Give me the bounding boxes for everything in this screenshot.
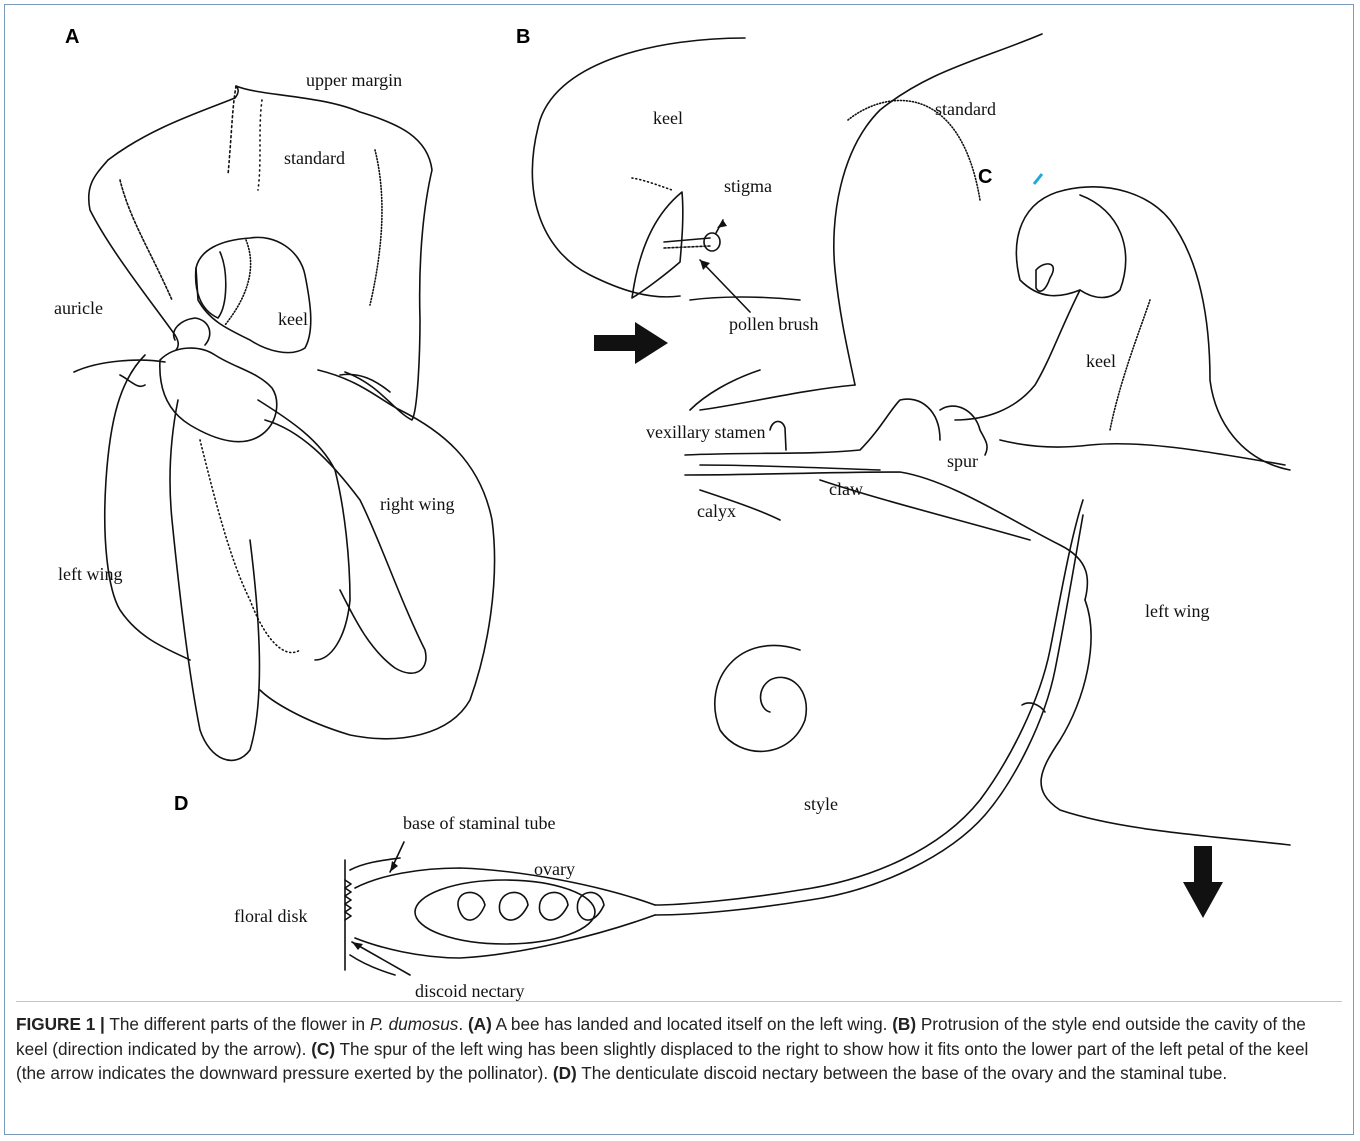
label-vexillary-stamen: vexillary stamen [646, 422, 765, 443]
label-spur: spur [947, 451, 978, 472]
bee-wing-left [170, 400, 259, 760]
claw-lower [685, 472, 1087, 600]
label-keel-b: keel [653, 108, 683, 129]
panel-label-d: D [174, 793, 188, 816]
label-right-wing: right wing [380, 494, 455, 515]
label-keel-a: keel [278, 309, 308, 330]
standard-outline [108, 86, 432, 420]
panel-label-c: C [978, 166, 992, 189]
pollen-brush-pointer [700, 260, 750, 312]
keel-outline-c [955, 190, 1080, 420]
label-upper-margin: upper margin [306, 70, 402, 91]
panel-b-drawing [532, 38, 800, 312]
stem-line-left [74, 360, 165, 372]
label-standard-a: standard [284, 148, 345, 169]
bee-thorax [160, 348, 277, 442]
right-arrow-icon [594, 322, 668, 364]
vexillary-stamen-shape [770, 421, 786, 450]
caption-species: P. dumosus [370, 1014, 459, 1034]
label-ovary: ovary [534, 859, 575, 880]
label-auricle: auricle [54, 298, 103, 319]
panel-label-b: B [516, 26, 530, 49]
flower-illustration [0, 0, 1360, 1000]
label-standard-c: standard [935, 99, 996, 120]
left-wing-outline-c [1041, 600, 1290, 845]
auricle-outline [89, 160, 179, 350]
label-floral-disk: floral disk [234, 906, 308, 927]
label-pollen-brush: pollen brush [729, 314, 819, 335]
caption-figure-label: FIGURE 1 | [16, 1014, 105, 1034]
panel-label-a: A [65, 26, 79, 49]
standard-outline-c [834, 34, 1042, 385]
stigma-shape [704, 233, 720, 251]
style-outline [655, 500, 1083, 905]
keel-outline-a [196, 237, 311, 352]
label-keel-c: keel [1086, 351, 1116, 372]
label-stigma: stigma [724, 176, 772, 197]
label-claw: claw [829, 479, 863, 500]
label-discoid-nectary: discoid nectary [415, 981, 524, 1002]
label-left-wing-a: left wing [58, 564, 123, 585]
label-left-wing-c: left wing [1145, 601, 1210, 622]
label-base-of-staminal-tube: base of staminal tube [403, 813, 555, 834]
bee-wing-right [258, 400, 350, 660]
label-calyx: calyx [697, 501, 736, 522]
ovary-inner [415, 880, 595, 944]
panel-c-drawing [685, 34, 1290, 845]
keel-right-c [1065, 187, 1290, 470]
down-arrow-icon [1183, 846, 1223, 918]
figure-caption: FIGURE 1 | The different parts of the fl… [16, 1012, 1342, 1086]
keel-tip-b [632, 192, 683, 298]
label-style: style [804, 794, 838, 815]
panel-d-drawing [345, 500, 1083, 975]
keel-outline-b [532, 38, 745, 297]
panel-a-drawing [74, 86, 495, 760]
caption-divider [16, 1001, 1342, 1002]
